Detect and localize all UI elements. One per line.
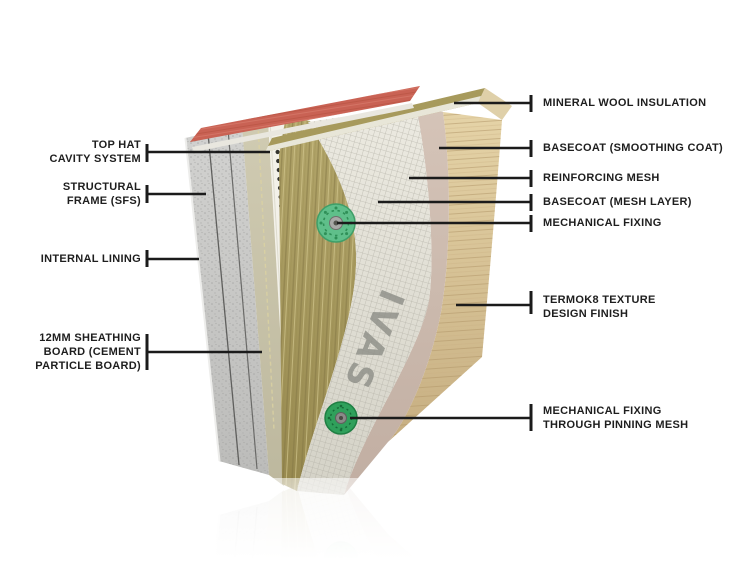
wall-assembly: IVAS <box>184 86 512 495</box>
label-structural-frame: STRUCTURAL FRAME (SFS) <box>62 181 141 207</box>
label-termok8-texture-finish: TERMOK8 TEXTURE DESIGN FINISH <box>543 294 656 320</box>
reflection-fade <box>0 478 738 587</box>
panel-seam-line <box>227 128 258 470</box>
label-internal-lining: INTERNAL LINING <box>40 253 141 265</box>
texture-finish-layer <box>388 112 502 442</box>
reinforcing-mesh-layer: IVAS <box>297 106 432 495</box>
label-reinforcing-mesh: REINFORCING MESH <box>543 172 660 184</box>
label-top-hat-cavity-system: TOP HAT CAVITY SYSTEM <box>49 139 141 165</box>
internal-lining-and-frame-layers <box>184 126 269 475</box>
label-mechanical-fixing: MECHANICAL FIXING <box>543 217 662 229</box>
label-sheathing-board: 12MM SHEATHING BOARD (CEMENT PARTICLE BO… <box>35 332 141 372</box>
panel-seam-line <box>207 132 240 466</box>
label-mineral-wool-insulation: MINERAL WOOL INSULATION <box>543 97 707 109</box>
mechanical-fixing-upper <box>316 203 356 243</box>
label-basecoat-smoothing-coat: BASECOAT (SMOOTHING COAT) <box>543 142 724 154</box>
label-mechanical-fixing-pinning: MECHANICAL FIXING THROUGH PINNING MESH <box>543 405 689 431</box>
leader-ticks <box>145 95 533 431</box>
label-basecoat-mesh-layer: BASECOAT (MESH LAYER) <box>543 196 692 208</box>
wall-top-faces <box>190 86 512 152</box>
leader-lines <box>148 101 530 420</box>
